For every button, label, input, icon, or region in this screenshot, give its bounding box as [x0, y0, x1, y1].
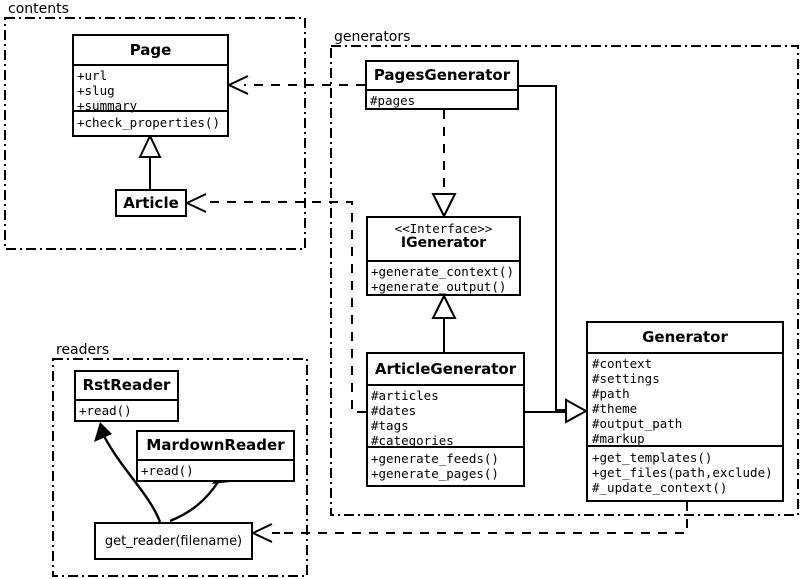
uml-class-mardown-reader[interactable]: MardownReader +read() — [136, 430, 295, 482]
class-name-page: Page — [129, 41, 172, 59]
attribute: #theme — [592, 401, 638, 416]
class-title-igenerator: <<Interface>> IGenerator — [368, 218, 519, 260]
connector-articlegen-implements-igenerator — [431, 293, 457, 352]
class-stereotype-igenerator: <<Interface>> — [394, 221, 493, 236]
uml-class-article[interactable]: Article — [115, 189, 187, 217]
connector-articlegen-uses-article — [184, 193, 366, 413]
class-title-generator: Generator — [588, 323, 782, 352]
package-label-generators: generators — [332, 29, 413, 45]
uml-class-generator[interactable]: Generator #context #settings #path #them… — [586, 321, 784, 502]
function-box-label: get_reader(filename) — [104, 533, 243, 549]
class-attributes-pages-generator: #pages — [367, 89, 517, 108]
operation: +check_properties() — [77, 115, 220, 130]
package-frame-readers — [52, 358, 308, 577]
class-name-article-generator: ArticleGenerator — [374, 360, 517, 378]
attribute: #path — [592, 386, 630, 401]
uml-class-article-generator[interactable]: ArticleGenerator #articles #dates #tags … — [366, 352, 525, 487]
class-title-article-generator: ArticleGenerator — [368, 354, 523, 384]
package-frame-generators — [330, 45, 799, 516]
function-box-get-reader[interactable]: get_reader(filename) — [94, 522, 253, 560]
package-frame-contents — [4, 17, 306, 250]
attribute: #settings — [592, 371, 660, 386]
class-name-igenerator: IGenerator — [400, 235, 487, 252]
attribute: #markup — [592, 431, 645, 446]
uml-class-igenerator[interactable]: <<Interface>> IGenerator +generate_conte… — [366, 216, 521, 296]
connector-article-inherits-page — [138, 133, 162, 189]
class-name-generator: Generator — [642, 328, 728, 346]
class-title-page: Page — [74, 36, 227, 64]
class-title-article: Article — [117, 191, 185, 215]
attribute: #tags — [371, 418, 409, 433]
operation: +generate_output() — [371, 279, 507, 294]
class-attributes-article-generator: #articles #dates #tags #categories — [368, 384, 523, 448]
class-name-rst-reader: RstReader — [82, 376, 171, 394]
class-operations-article-generator: +generate_feeds() +generate_pages() — [368, 446, 523, 485]
uml-class-page[interactable]: Page +url +slug +summary +check_properti… — [72, 34, 229, 137]
operation: +generate_feeds() — [371, 451, 499, 466]
attribute: #categories — [371, 433, 454, 448]
operation: +get_files(path,exclude) — [592, 465, 773, 480]
attribute: #output_path — [592, 416, 683, 431]
class-attributes-generator: #context #settings #path #theme #output_… — [588, 352, 782, 446]
operation: +get_templates() — [592, 450, 713, 465]
class-operations-generator: +get_templates() +get_files(path,exclude… — [588, 445, 782, 500]
operation: #_update_context() — [592, 480, 728, 495]
operation: +read() — [141, 463, 194, 478]
class-name-pages-generator: PagesGenerator — [373, 66, 511, 84]
class-operations-mardown-reader: +read() — [138, 459, 293, 480]
attribute: #context — [592, 356, 653, 371]
attribute: +slug — [77, 83, 115, 98]
package-label-readers: readers — [54, 342, 112, 358]
class-attributes-page: +url +slug +summary — [74, 64, 227, 113]
attribute: +summary — [77, 98, 138, 113]
connector-articlegen-extends-generator — [525, 398, 589, 424]
class-title-mardown-reader: MardownReader — [138, 432, 293, 459]
attribute: #dates — [371, 403, 417, 418]
class-title-rst-reader: RstReader — [76, 372, 177, 399]
uml-class-rst-reader[interactable]: RstReader +read() — [74, 370, 179, 422]
attribute: #pages — [370, 93, 416, 108]
connector-pagesgen-uses-page — [226, 75, 365, 95]
class-name-mardown-reader: MardownReader — [146, 436, 285, 454]
class-name-article: Article — [123, 194, 179, 212]
class-operations-igenerator: +generate_context() +generate_output() — [368, 260, 519, 294]
connector-get-reader-creates-rstreader — [94, 422, 162, 523]
connector-pagesgen-implements-igenerator — [431, 110, 457, 219]
connector-generator-uses-get-reader — [250, 502, 688, 543]
package-label-contents: contents — [6, 1, 71, 17]
class-operations-rst-reader: +read() — [76, 399, 177, 420]
operation: +generate_context() — [371, 264, 514, 279]
class-operations-page: +check_properties() — [74, 110, 227, 135]
connector-pagesgen-extends-generator — [519, 85, 570, 411]
attribute: +url — [77, 68, 108, 83]
attribute: #articles — [371, 388, 439, 403]
operation: +read() — [79, 403, 132, 418]
class-title-pages-generator: PagesGenerator — [367, 62, 517, 89]
operation: +generate_pages() — [371, 466, 499, 481]
uml-class-pages-generator[interactable]: PagesGenerator #pages — [365, 60, 519, 110]
